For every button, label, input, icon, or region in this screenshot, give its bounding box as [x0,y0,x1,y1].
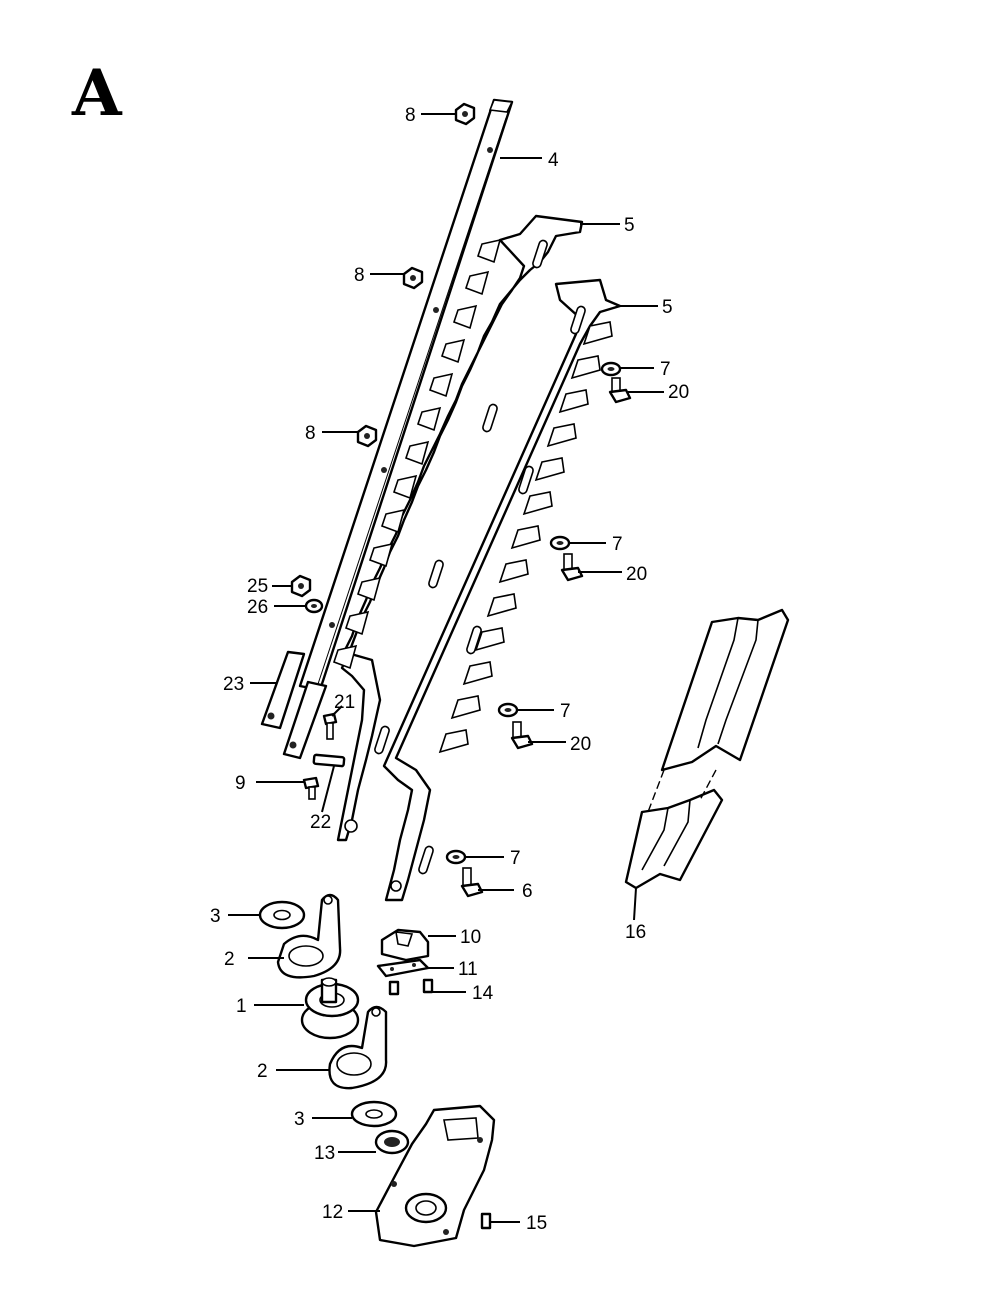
washer-part-26 [304,598,324,614]
washer-part-7-d [445,849,467,865]
callout-25: 25 [247,576,268,597]
gear-part-1 [300,977,360,1040]
blade-part-5-upper [332,214,584,842]
washer-part-3-upper [258,900,306,930]
callout-labels: 8 4 5 8 5 7 20 8 7 20 25 26 23 21 7 20 9… [210,105,689,1234]
callout-15: 15 [526,1213,547,1234]
bracket-part-23 [260,650,328,760]
gear-case-part-12 [374,1104,496,1248]
nut-part-25 [290,574,312,598]
bolt-part-20-c [510,721,534,750]
bearing-part-13 [374,1129,410,1155]
callout-2-lower: 2 [257,1061,268,1082]
screws-part-14 [388,978,434,996]
callout-16: 16 [625,922,646,943]
bolt-part-20-a [608,377,632,404]
callout-8-middle: 8 [354,265,365,286]
plate-part-11 [376,958,430,978]
callout-20-b: 20 [626,564,647,585]
callout-7-d: 7 [510,848,521,869]
callout-14: 14 [472,983,494,1004]
bolt-part-6 [460,867,484,898]
section-letter: A [72,56,122,131]
bolt-part-20-b [560,553,584,582]
callout-23: 23 [223,674,244,695]
callout-5-lower: 5 [662,297,673,318]
callout-26: 26 [247,597,268,618]
callout-8-top: 8 [405,105,416,126]
leader-lines [228,113,664,1223]
callout-7-c: 7 [560,701,571,722]
spacer-part-22 [312,753,346,768]
callout-13: 13 [314,1143,335,1164]
callout-1: 1 [236,996,247,1017]
callout-11: 11 [458,959,478,980]
callout-7-b: 7 [612,534,623,555]
callout-2-upper: 2 [224,949,235,970]
crank-plate-part-2-lower [328,1005,388,1090]
washer-part-7-c [497,702,519,718]
callout-6: 6 [522,881,533,902]
bolt-part-21 [322,712,338,740]
callout-9: 9 [235,773,246,794]
nut-part-8-middle [402,266,424,290]
callout-4: 4 [548,150,559,171]
washer-part-3-lower [350,1100,398,1128]
washer-part-7-a [600,361,622,377]
blade-part-5-lower [382,278,622,902]
slider-part-10 [380,928,430,962]
screw-part-15 [480,1212,492,1230]
callout-3-lower: 3 [294,1109,305,1130]
callout-7-a: 7 [660,359,671,380]
nut-part-8-lower [356,424,378,448]
callout-22: 22 [310,812,331,833]
callout-12: 12 [322,1202,343,1223]
callout-5-upper: 5 [624,215,635,236]
bolt-part-9 [302,776,320,800]
blade-cover-part-16 [624,608,790,890]
washer-part-7-b [549,535,571,551]
support-bar-part-4 [298,98,514,692]
callout-20-c: 20 [570,734,591,755]
callout-10: 10 [460,927,481,948]
callout-20-a: 20 [668,382,689,403]
crank-plate-part-2-upper [276,893,342,979]
callout-21: 21 [334,692,355,713]
callout-8-lower: 8 [305,423,316,444]
nut-part-8-top [454,102,476,126]
callout-3-upper: 3 [210,906,221,927]
